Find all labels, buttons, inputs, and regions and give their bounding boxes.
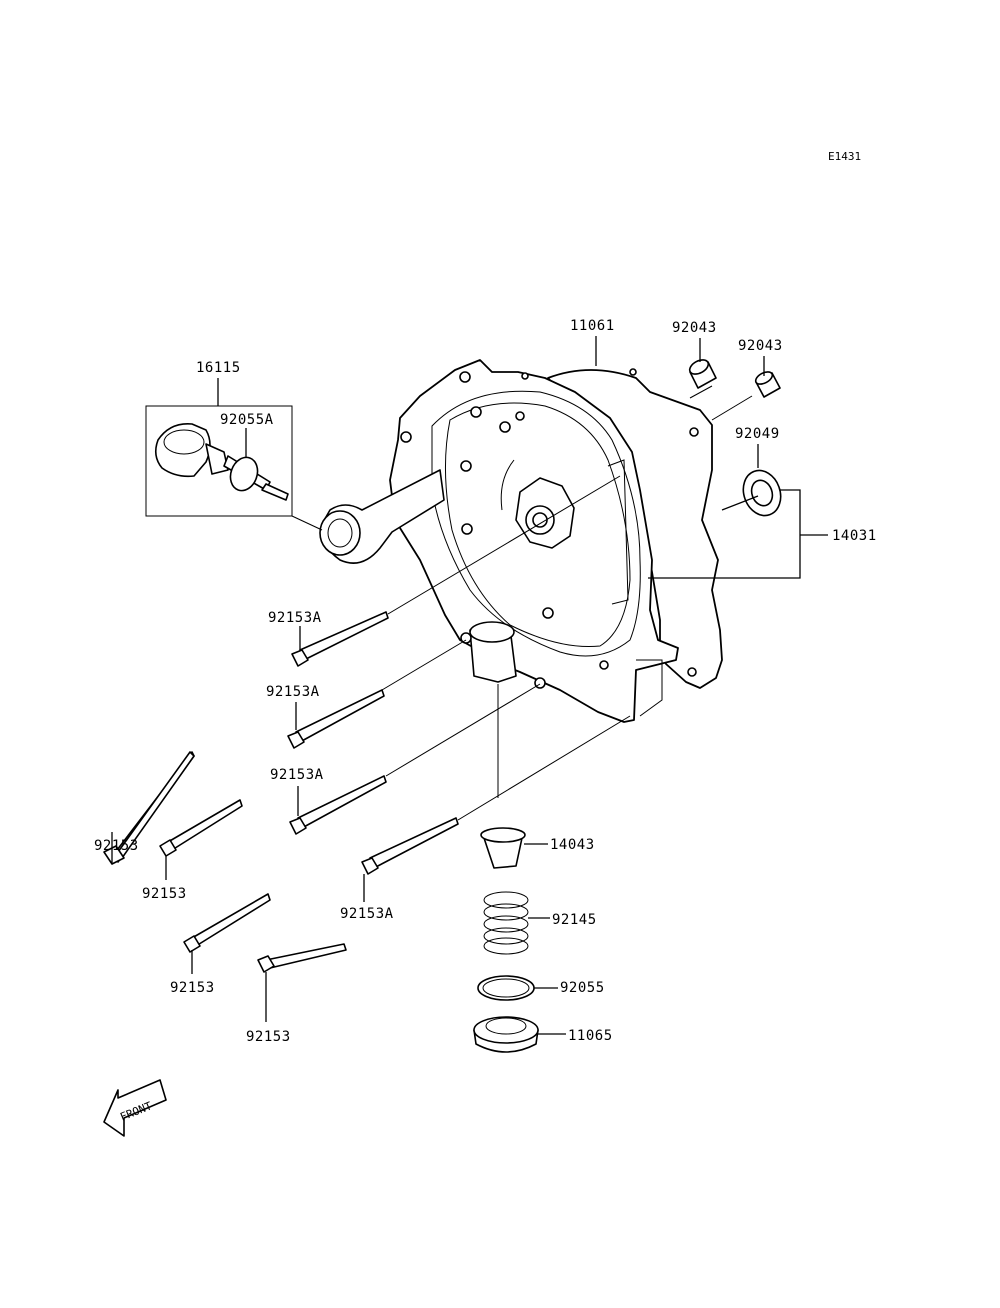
oil-seal bbox=[742, 469, 782, 517]
label-16115: 16115 bbox=[196, 360, 241, 376]
label-14031: 14031 bbox=[832, 528, 877, 544]
diagram-code: E1431 bbox=[828, 150, 861, 163]
label-14043: 14043 bbox=[550, 837, 595, 853]
bolt-92153-2 bbox=[159, 799, 243, 857]
bolt-92153-1b bbox=[103, 751, 195, 865]
leader-lines bbox=[111, 336, 828, 1035]
label-92153A-3: 92153A bbox=[270, 767, 324, 783]
o-ring bbox=[477, 975, 535, 1001]
bolt-92153A-4 bbox=[361, 817, 459, 875]
label-11061: 11061 bbox=[570, 318, 615, 334]
label-92153A-1: 92153A bbox=[268, 610, 322, 626]
label-92055A: 92055A bbox=[220, 412, 274, 428]
bolt-92153-4 bbox=[257, 943, 347, 973]
bolt-92153A-2 bbox=[287, 689, 385, 749]
crankcase-cover bbox=[319, 359, 723, 723]
label-92153-4: 92153 bbox=[246, 1029, 291, 1045]
part-labels: 11061 92043 92043 92049 14031 16115 9205… bbox=[94, 318, 877, 1045]
label-92153A-2: 92153A bbox=[266, 684, 320, 700]
cap-assembly-box bbox=[145, 405, 293, 517]
label-92153A-4: 92153A bbox=[340, 906, 394, 922]
label-92055: 92055 bbox=[560, 980, 605, 996]
label-92153-3: 92153 bbox=[170, 980, 215, 996]
label-92145: 92145 bbox=[552, 912, 597, 928]
front-arrow: FRONT bbox=[103, 1079, 167, 1137]
bolt-92153A-1 bbox=[291, 611, 389, 667]
label-92153-1: 92153 bbox=[94, 838, 139, 854]
label-92153-2: 92153 bbox=[142, 886, 187, 902]
dowel-pin-2 bbox=[754, 371, 781, 398]
bolt-92153-3 bbox=[183, 893, 271, 953]
drain-plug bbox=[473, 1016, 539, 1053]
label-11065: 11065 bbox=[568, 1028, 613, 1044]
label-92043-b: 92043 bbox=[738, 338, 783, 354]
label-92049: 92049 bbox=[735, 426, 780, 442]
oil-strainer bbox=[480, 827, 526, 869]
label-92043-a: 92043 bbox=[672, 320, 717, 336]
spring bbox=[483, 891, 529, 955]
bolt-92153A-3 bbox=[289, 775, 387, 835]
dowel-pin-1 bbox=[688, 359, 717, 389]
oil-filler-cap bbox=[154, 423, 289, 501]
